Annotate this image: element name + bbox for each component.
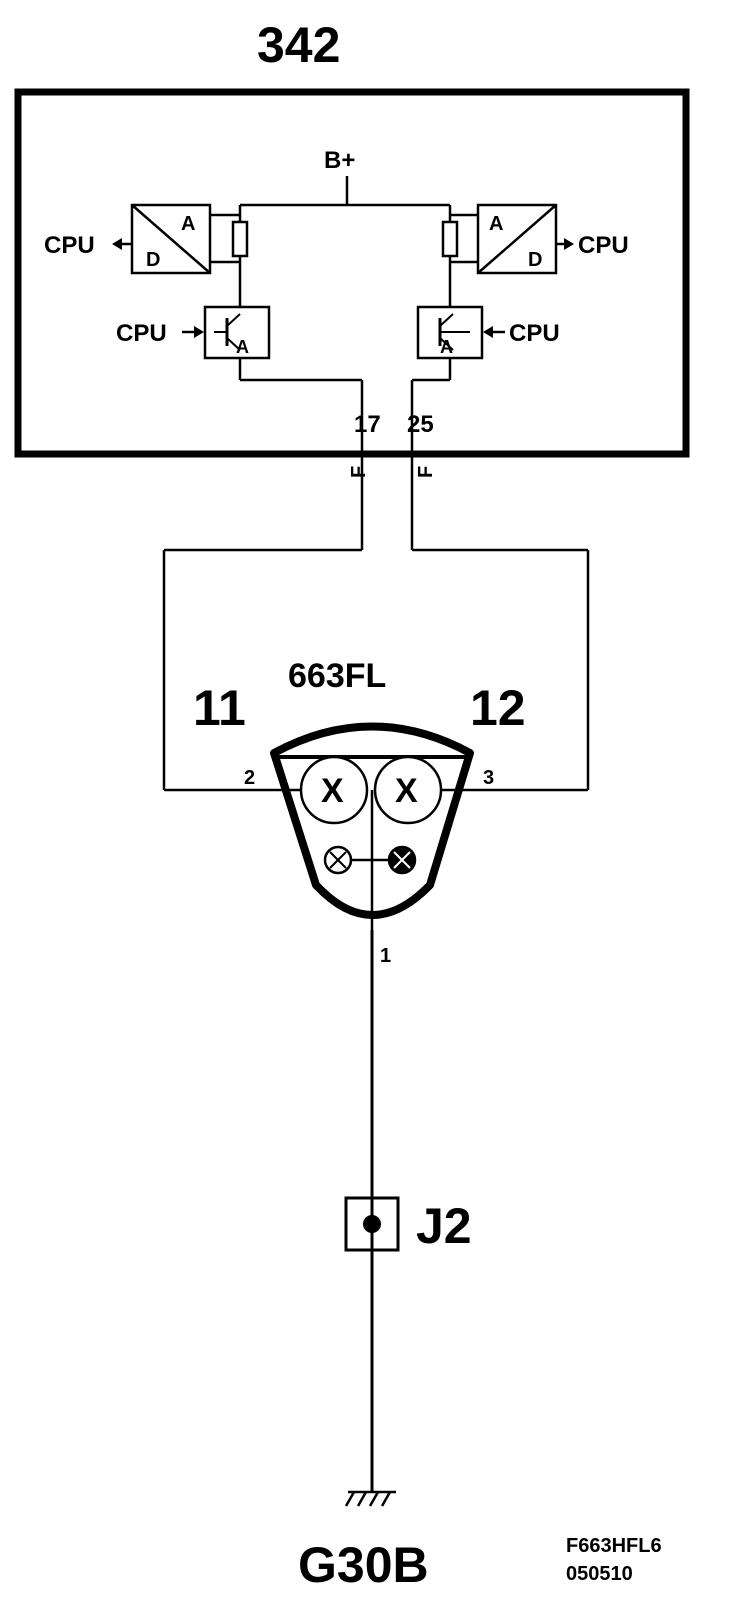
arrow-right-icon [182,326,204,338]
arrow-right-icon [556,238,574,250]
transistor-driver-left-icon [203,305,271,360]
supply-b-plus-label: B+ [324,147,355,174]
drawing-code-label: F663HFL6 [566,1535,662,1557]
wire-12-label: 12 [470,680,526,736]
bulb-left-symbol: X [321,772,344,810]
adc-left-icon [130,203,212,275]
splice-j2-icon [344,1196,400,1252]
harness-wiring [162,457,590,792]
connector-left-f-label: F [348,466,370,478]
adc-right-icon [476,203,558,275]
lamp-pin-2-label: 2 [244,767,255,789]
sense-resistor-right-icon [441,220,459,258]
small-bulb-right-icon [387,845,417,875]
connector-right-f-label: F [415,466,437,478]
wire-11-label: 11 [193,680,246,736]
module-pin-17-label: 17 [354,411,381,438]
module-pin-25-label: 25 [407,411,434,438]
bulb-right-icon [373,755,443,825]
ground-id-label: G30B [298,1537,429,1593]
adc-right-a-label: A [489,213,503,235]
sense-resistor-left-icon [231,220,249,258]
cpu-label-adc-left: CPU [44,232,95,259]
lamp-pin-3-label: 3 [483,767,494,789]
module-342-box [14,88,690,458]
arrow-left-icon [112,238,132,250]
cpu-label-driver-right: CPU [509,320,560,347]
driver-right-a-label: A [440,337,453,357]
lamp-id-label: 663FL [288,657,386,695]
transistor-driver-right-icon [416,305,484,360]
adc-left-a-label: A [181,213,195,235]
arrow-left-icon [483,326,505,338]
cpu-label-driver-left: CPU [116,320,167,347]
adc-tap-wiring [210,213,478,264]
adc-left-d-label: D [146,249,160,271]
adc-right-d-label: D [528,249,542,271]
cpu-label-adc-right: CPU [578,232,629,259]
small-bulb-left-icon [323,845,353,875]
driver-left-a-label: A [236,337,249,357]
bulb-right-symbol: X [395,772,418,810]
splice-id-label: J2 [416,1198,472,1254]
lamp-pin-1-label: 1 [380,945,391,967]
module-id-label: 342 [257,17,340,73]
bulb-left-icon [299,755,369,825]
drawing-date-label: 050510 [566,1563,633,1585]
ground-symbol-icon [344,1490,396,1507]
